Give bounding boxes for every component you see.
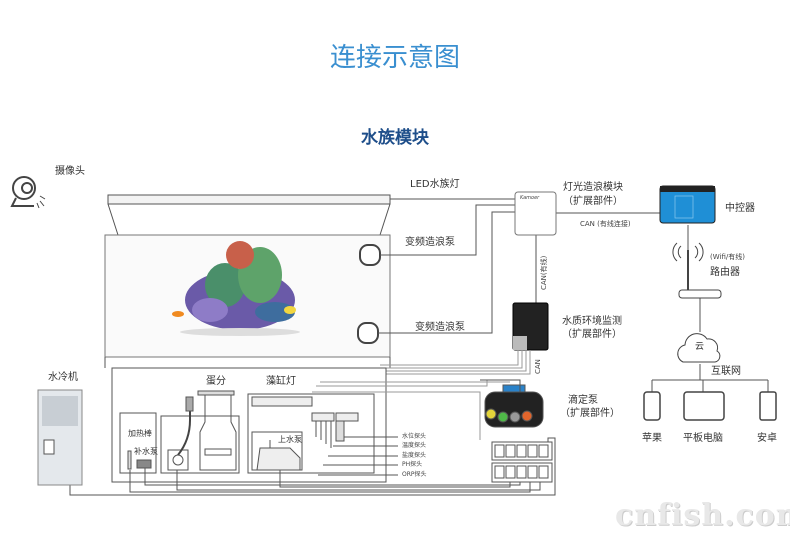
algae-light-bar (251, 396, 313, 407)
skimmer-icon (167, 390, 237, 471)
android-label: 安卓 (757, 433, 777, 444)
internet-label: 互联网 (711, 366, 741, 377)
watermark: cnfish.com (615, 498, 790, 533)
power-strip (491, 441, 553, 461)
algae-light-label: 藻缸灯 (266, 376, 296, 387)
brand-tag: Kamoer (520, 195, 540, 201)
router-icon (672, 242, 722, 299)
can-label: CAN (534, 359, 542, 374)
cloud-label: 云 (695, 342, 705, 352)
tablet-icon (683, 391, 725, 421)
water-monitor-label: 水质环境监测 (562, 316, 622, 327)
skimmer-label: 蛋分 (206, 376, 226, 387)
dosing-pump-label: 滴定泵 (568, 395, 598, 406)
heater-label: 加热棒 (128, 429, 152, 438)
return-pump-label: 上水泵 (278, 435, 302, 444)
top-off-pump-label: 补水泵 (134, 447, 158, 456)
page-title: 连接示意图 (329, 43, 460, 73)
apple-label: 苹果 (642, 433, 662, 444)
light-wave-module-expansion: （扩展部件） (563, 196, 623, 207)
led-light-bar (107, 194, 391, 205)
dosing-pump-expansion: （扩展部件） (560, 408, 620, 419)
tablet-label: 平板电脑 (683, 433, 723, 444)
chiller-device (37, 389, 83, 486)
can-wired-label: CAN(有线) (540, 255, 548, 290)
water-monitor-expansion: （扩展部件） (562, 329, 622, 340)
probe-label: 温度探头 (402, 442, 427, 449)
camera-label: 摄像头 (55, 166, 85, 177)
controller-device (659, 185, 716, 224)
probe-label: 水位探头 (402, 433, 427, 440)
probe-label: PH探头 (402, 461, 423, 468)
phone-apple-icon (643, 391, 661, 421)
controller-label: 中控器 (725, 203, 755, 214)
router-label: 路由器 (710, 267, 740, 278)
wifi-wired-label: (Wifi/有线) (710, 253, 745, 261)
phone-android-icon (759, 391, 777, 421)
light-wave-module-label: 灯光造浪模块 (563, 182, 623, 193)
wave-pump-label-2: 变频造浪泵 (415, 322, 465, 333)
camera-icon (10, 176, 46, 209)
light-wave-module (514, 191, 557, 236)
return-pump-icon (256, 440, 301, 471)
wave-pump-icon (359, 244, 381, 266)
chiller-label: 水冷机 (48, 372, 78, 383)
water-monitor-device (512, 302, 549, 351)
dosing-pump-device (484, 384, 544, 428)
led-light-label: LED水族灯 (410, 179, 460, 190)
top-off-pump-icon (136, 459, 152, 469)
coral-reef-image (172, 241, 300, 336)
probe-label: ORP探头 (402, 471, 427, 478)
cloud-icon (677, 333, 721, 363)
section-title: 水族模块 (361, 128, 429, 148)
probe-label: 盐度探头 (402, 452, 427, 459)
power-strip (491, 462, 553, 483)
can-wired-connection-label: CAN (有线连接) (580, 220, 631, 228)
wave-pump-icon (357, 322, 379, 344)
wave-pump-label-1: 变频造浪泵 (405, 237, 455, 248)
